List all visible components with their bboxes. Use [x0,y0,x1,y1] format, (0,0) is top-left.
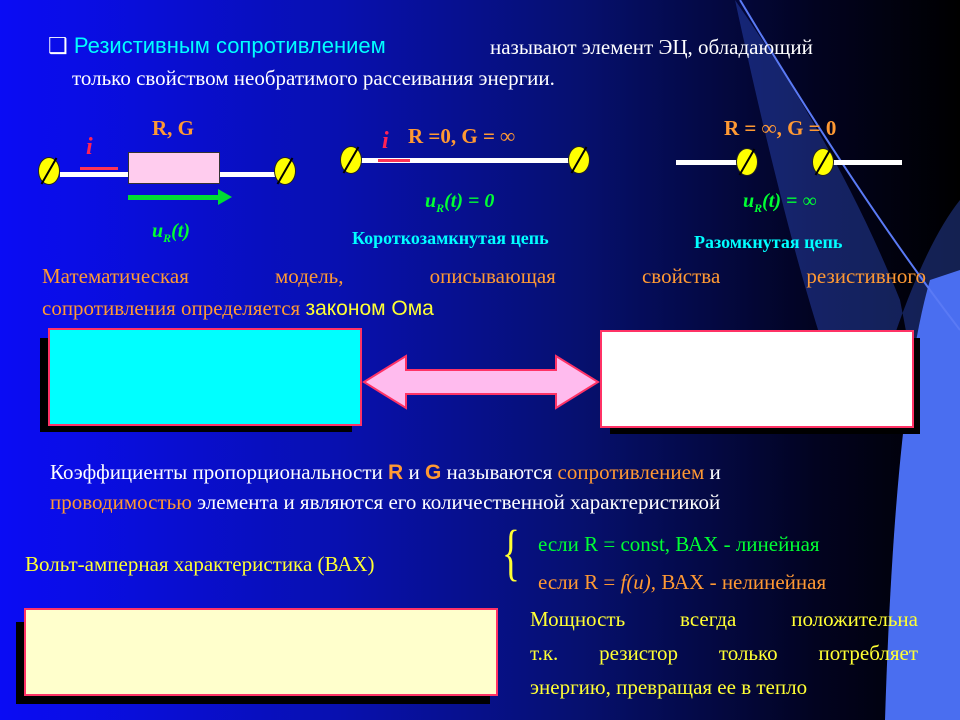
terminal-icon [568,146,590,174]
voltage-label: uR(t) [152,220,191,245]
model-line1: Математическая модель, описывающая свойс… [42,264,926,288]
terminal-icon [736,148,758,176]
terminal-icon [274,157,296,185]
rg-label: R, G [152,116,194,140]
vax-linear: если R = const, ВАХ - линейная [538,532,820,556]
title-term: Резистивным сопротивлением [73,33,386,58]
current-label: i [86,134,93,160]
coef-line1: Коэффициенты пропорциональности R и G на… [50,460,721,484]
short-equation: uR(t) = 0 [425,190,495,215]
vax-label: Вольт-амперная характеристика (ВАХ) [25,552,375,576]
power-line1: Мощность всегда положительна [530,607,918,631]
current-arrow [80,167,118,170]
open-caption: Разомкнутая цепь [694,232,843,252]
bullet-icon: ❑ [48,33,68,58]
double-arrow-icon [362,354,600,410]
voltage-arrow [128,195,220,200]
open-equation: uR(t) = ∞ [743,190,817,215]
short-caption: Короткозамкнутая цепь [352,228,549,248]
title-line2: только свойством необратимого рассеивани… [72,66,555,90]
ohm-law-box-right [600,330,914,428]
terminal-icon [38,157,60,185]
title: ❑ Резистивным сопротивлением [48,33,386,59]
vax-nonlinear: если R = f(u), ВАХ - нелинейная [538,570,827,594]
power-formula-box [24,608,498,696]
brace-icon: { [501,519,520,587]
coef-line2: проводимостью элемента и являются его ко… [50,490,721,514]
power-line2: т.к. резистор только потребляет [530,641,918,665]
terminal-icon [340,146,362,174]
power-line3: энергию, превращая ее в тепло [530,675,808,699]
short-label: R =0, G = ∞ [408,124,516,148]
ohm-law-box-left [48,328,362,426]
resistor-body [128,152,220,184]
model-line2: сопротивления определяется законом Ома [42,296,434,320]
title-rest: называют элемент ЭЦ, обладающий [490,35,813,59]
current-label: i [382,128,389,154]
terminal-icon [812,148,834,176]
open-label: R = ∞, G = 0 [724,116,837,140]
